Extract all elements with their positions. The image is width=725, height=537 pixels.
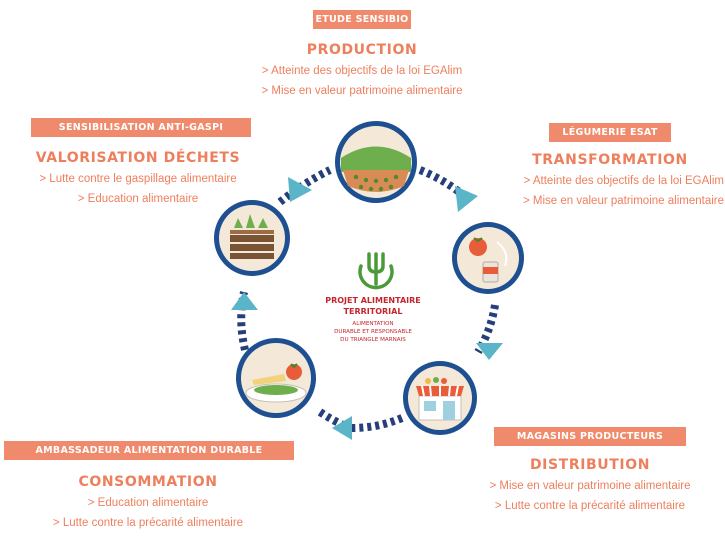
transformation-item-2: > Mise en valeur patrimoine alimentaire bbox=[522, 195, 724, 207]
distribution-badge: MAGASINS PRODUCTEURS bbox=[494, 427, 686, 446]
transformation-item-1: > Atteinte des objectifs de la loi EGAli… bbox=[523, 175, 724, 187]
tomato-can-icon bbox=[452, 222, 524, 294]
connector-valorisation-production bbox=[277, 166, 332, 206]
fork-icon bbox=[358, 252, 394, 290]
logo-sub-line3: DU TRIANGLE MARNAIS bbox=[340, 337, 406, 343]
cycle-connectors bbox=[237, 166, 499, 432]
logo-sub-line1: ALIMENTATION bbox=[352, 321, 393, 327]
production-item-1: > Atteinte des objectifs de la loi EGAli… bbox=[261, 65, 463, 77]
transformation-title: TRANSFORMATION bbox=[532, 152, 688, 168]
connector-transformation-distribution bbox=[474, 304, 499, 355]
valorisation-item-2: > Education alimentaire bbox=[77, 193, 199, 205]
arrow-to-transformation bbox=[455, 186, 478, 212]
connector-distribution-consommation bbox=[351, 414, 404, 432]
production-badge: ETUDE SENSIBIO bbox=[313, 10, 411, 29]
production-title: PRODUCTION bbox=[306, 42, 418, 58]
arrow-to-consommation bbox=[332, 416, 352, 440]
distribution-item-2: > Lutte contre la précarité alimentaire bbox=[494, 500, 686, 512]
consommation-item-1: > Education alimentaire bbox=[87, 497, 209, 509]
meal-plate-icon bbox=[236, 338, 316, 418]
consommation-item-2: > Lutte contre la précarité alimentaire bbox=[52, 517, 244, 529]
distribution-title: DISTRIBUTION bbox=[529, 457, 651, 473]
shop-icon bbox=[403, 361, 477, 435]
connector-consommation-distribution-bottom bbox=[317, 408, 352, 432]
logo-sub-line2: DURABLE ET RESPONSABLE bbox=[334, 329, 412, 335]
arrow-to-distribution bbox=[476, 343, 503, 360]
valorisation-title: VALORISATION DÉCHETS bbox=[35, 150, 241, 166]
transformation-badge: LÉGUMERIE ESAT bbox=[549, 123, 671, 142]
consommation-title: CONSOMMATION bbox=[78, 474, 218, 490]
distribution-item-1: > Mise en valeur patrimoine alimentaire bbox=[489, 480, 691, 492]
arrow-to-production bbox=[288, 177, 312, 202]
center-logo: PROJET ALIMENTAIRE TERRITORIAL ALIMENTAT… bbox=[312, 236, 440, 364]
connector-production-transformation bbox=[418, 166, 466, 199]
farm-field-icon bbox=[335, 121, 417, 203]
consommation-badge: AMBASSADEUR ALIMENTATION DURABLE bbox=[4, 441, 294, 460]
logo-title-line2: TERRITORIAL bbox=[344, 307, 403, 316]
valorisation-badge: SENSIBILISATION ANTI-GASPI bbox=[31, 118, 251, 137]
valorisation-item-1: > Lutte contre le gaspillage alimentaire bbox=[39, 173, 237, 185]
production-item-2: > Mise en valeur patrimoine alimentaire bbox=[261, 85, 463, 97]
vegetable-crate-icon bbox=[214, 200, 290, 276]
logo-title-line1: PROJET ALIMENTAIRE bbox=[325, 296, 421, 305]
arrow-to-valorisation bbox=[231, 292, 258, 310]
